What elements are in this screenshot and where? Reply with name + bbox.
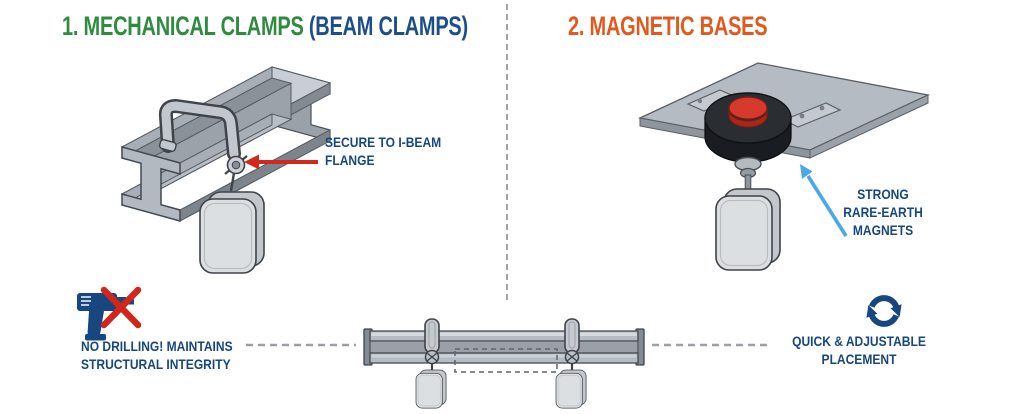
rail-clamp-left — [424, 318, 440, 372]
section2-heading: 2. MAGNETIC BASES — [568, 11, 768, 42]
drill-with-red-x-icon — [77, 286, 143, 347]
benefit-quick-adjustable: QUICK & ADJUSTABLE PLACEMENT — [792, 333, 926, 368]
placement-dashed-outline — [454, 348, 558, 373]
section1-heading-paren: (BEAM CLAMPS) — [308, 11, 468, 41]
magnet-stem — [734, 156, 762, 194]
blue-pointer-arrow — [800, 164, 848, 237]
rail-device-left — [415, 369, 447, 409]
red-pointer-arrow — [244, 154, 318, 170]
section2-heading-main: 2. MAGNETIC BASES — [568, 11, 768, 41]
callout-secure-to-flange: SECURE TO I-BEAM FLANGE — [325, 134, 442, 169]
rail-clamp-right — [564, 318, 580, 372]
mounted-device-magnet — [715, 188, 781, 271]
rail-beam-illustration — [363, 328, 645, 366]
callout-rare-earth-magnets: STRONG RARE-EARTH MAGNETS — [843, 186, 923, 239]
section1-heading-main: 1. MECHANICAL CLAMPS — [62, 11, 304, 41]
rail-device-right — [555, 369, 587, 409]
magnetic-base-disc — [704, 92, 792, 163]
benefit-no-drilling: NO DRILLING! MAINTAINS STRUCTURAL INTEGR… — [81, 338, 233, 373]
beam-clamp — [158, 99, 248, 192]
mounted-device-clamp — [199, 191, 265, 274]
circular-arrows-icon — [862, 292, 908, 339]
section-divider — [506, 4, 508, 300]
section1-heading: 1. MECHANICAL CLAMPS(BEAM CLAMPS) — [62, 11, 468, 42]
